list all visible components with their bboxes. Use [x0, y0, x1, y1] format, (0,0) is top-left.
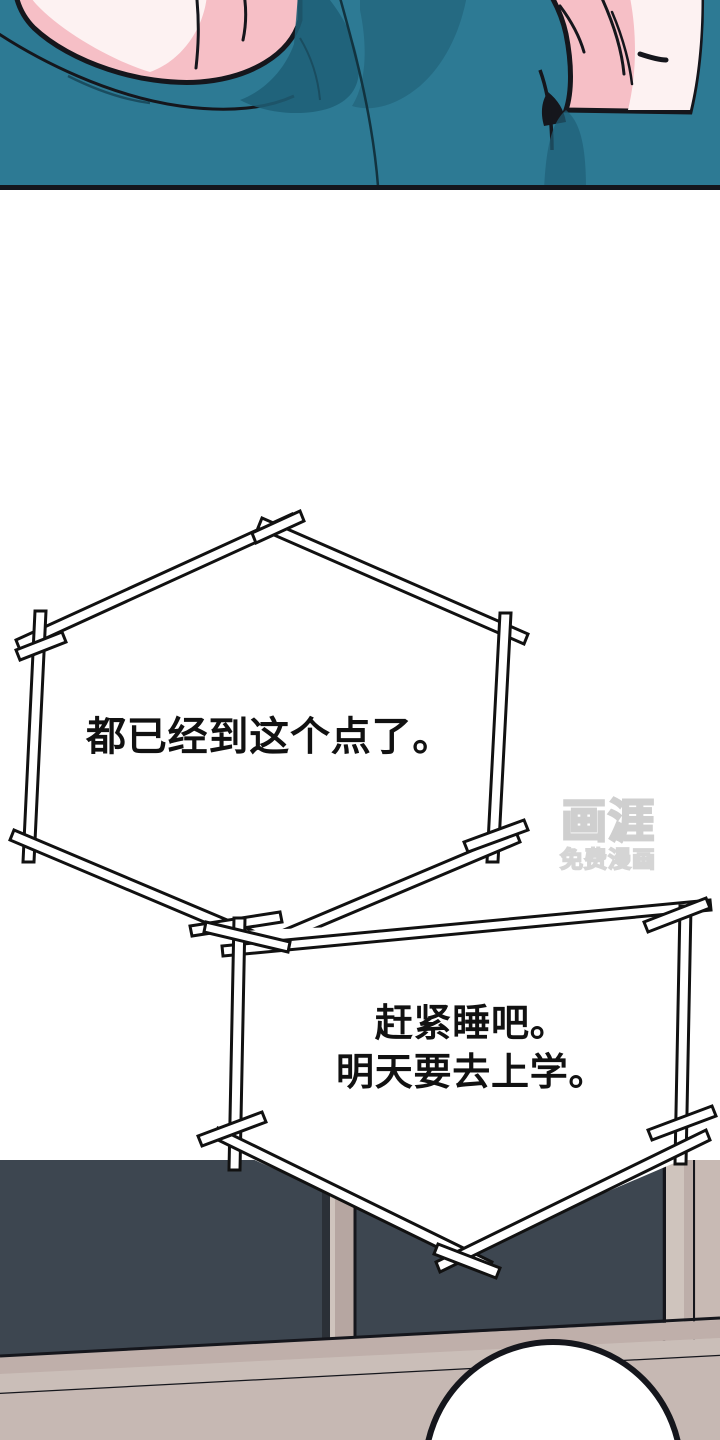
window-pane-left — [0, 1160, 322, 1356]
window-mullion-dark — [322, 1160, 330, 1354]
left-skin-crease-2 — [241, 0, 248, 42]
shirt-shadow-right — [352, 0, 467, 109]
window-frame-right-inner — [666, 1160, 684, 1340]
wall-sill-band-upper — [0, 1320, 720, 1374]
panel-bottom-border — [0, 185, 720, 190]
sleeve-shadow — [544, 110, 586, 190]
right-arm-crease-3 — [610, 10, 634, 86]
wall-sill-line-1 — [0, 1316, 720, 1358]
shirt-fold-left — [67, 74, 151, 105]
right-arm-crease-1 — [558, 4, 586, 54]
shirt-seam-thin — [299, 37, 321, 101]
top-art-panel — [0, 0, 720, 190]
window-mullion-light — [330, 1160, 335, 1354]
shirt-center-seam — [339, 0, 380, 187]
shirt-shadow-center — [240, 0, 359, 113]
window-mullion-frame — [335, 1160, 355, 1354]
right-arm-notch — [637, 51, 669, 63]
bubble-lower-text: 赶紧睡吧。 明天要去上学。 — [336, 1003, 608, 1094]
window-pane-right — [353, 1160, 668, 1348]
bottom-art-panel — [0, 1160, 720, 1440]
head-silhouette — [425, 1339, 681, 1440]
left-skin-crease-1 — [194, 0, 200, 70]
right-arm-highlight — [628, 0, 702, 110]
left-skin-highlight — [32, 0, 207, 72]
bubble-upper-text: 都已经到这个点了。 — [86, 715, 454, 759]
right-arm-crease-2 — [601, 0, 626, 76]
